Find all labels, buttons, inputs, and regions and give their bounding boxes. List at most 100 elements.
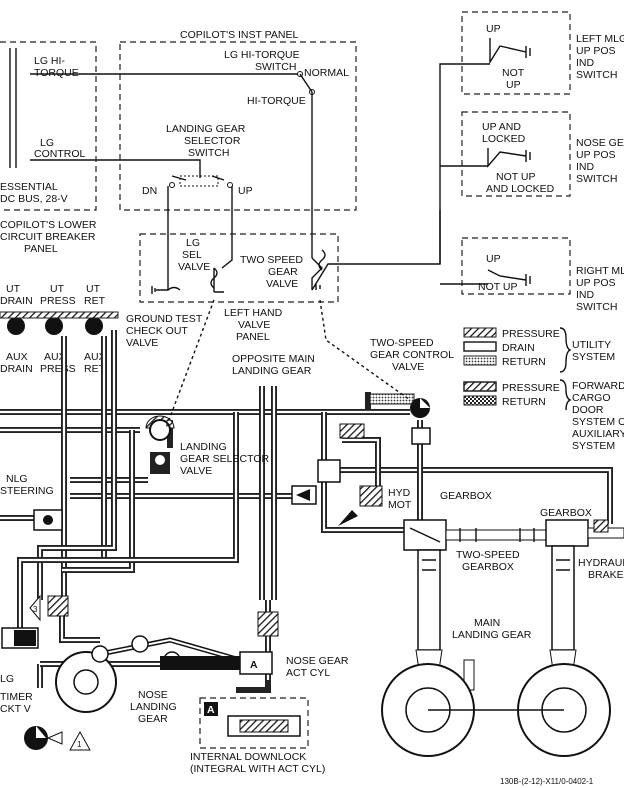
aux-ret-2: RET	[84, 363, 106, 375]
two-speed-gear-valve-2: GEAR	[268, 266, 298, 278]
valve-panel-box	[139, 233, 339, 303]
drive-shaft	[445, 529, 547, 541]
lg-selector-valve-label-2: GEAR SELECTOR	[180, 453, 269, 465]
hi-torque-switch-label-1: LG HI-TORQUE	[224, 49, 300, 61]
aux-drain-2: DRAIN	[0, 363, 33, 375]
aux-ret-1: AUX	[84, 351, 106, 363]
legend-fwd-pressure: PRESSURE	[502, 382, 560, 394]
strut-details	[422, 559, 570, 571]
nose-landing-gear-3: GEAR	[138, 713, 168, 725]
legend-return-swatch	[463, 355, 497, 366]
ut-press-2: PRESS	[40, 295, 76, 307]
gearbox-right-label: GEARBOX	[540, 507, 592, 519]
hi-torque-down-wire	[299, 73, 313, 258]
nose-up-2: LOCKED	[482, 133, 526, 145]
lg-sel-valve-1: LG	[186, 237, 200, 249]
bus-bar	[9, 48, 17, 168]
lg-selector-switch-label-3: SWITCH	[188, 147, 229, 159]
lg-selector-switch-label-1: LANDING GEAR	[166, 123, 246, 135]
left-mlg-switch	[489, 38, 531, 65]
left-mlg-label-2: UP POS	[576, 45, 616, 57]
nose-landing-gear-2: LANDING	[130, 701, 177, 713]
left-mlg-label-4: SWITCH	[576, 69, 617, 81]
breaker-panel-title-3: PANEL	[24, 243, 58, 255]
internal-downlock-1: INTERNAL DOWNLOCK	[190, 751, 306, 763]
hyd-mot-body	[359, 485, 383, 507]
main-gear-strut-right	[551, 545, 575, 651]
ut-ret-valve	[85, 317, 103, 335]
hydraulic-brake-1: HYDRAULIC	[578, 557, 624, 569]
internal-downlock-2: (INTEGRAL WITH ACT CYL)	[190, 763, 325, 775]
normal-label: NORMAL	[304, 67, 349, 79]
right-mlg-switch	[446, 269, 531, 286]
nlg-steering-1: NLG	[6, 473, 28, 485]
ut-ret-1: UT	[86, 283, 101, 295]
restrictor-valve	[257, 611, 279, 637]
priority-valve	[317, 459, 341, 483]
marker-a-downlock: A	[207, 704, 215, 716]
ut-press-1: UT	[50, 283, 65, 295]
nlg-steering-2: STEERING	[0, 485, 54, 497]
aux-press-2: PRESS	[40, 363, 76, 375]
lg-selector-switch-label-2: SELECTOR	[184, 135, 241, 147]
lg-hi-torque-breaker-1: LG HI-	[34, 55, 65, 67]
ut-ret-2: RET	[84, 295, 106, 307]
internal-downlock-box	[199, 697, 309, 749]
right-mlg-label-4: SWITCH	[576, 301, 617, 313]
breaker-panel-title-2: CIRCUIT BREAKER	[0, 231, 96, 243]
nose-gear-switch-box	[461, 111, 571, 197]
ground-test-valve-1: GROUND TEST	[126, 313, 203, 325]
right-mlg-label-3: IND	[576, 289, 595, 301]
two-speed-coil	[318, 249, 326, 271]
two-speed-control-2: GEAR CONTROL	[370, 349, 454, 361]
marker-a-box	[204, 702, 218, 716]
lg-control-wire	[30, 159, 201, 178]
main-gear-strut-left	[417, 549, 441, 651]
forward-system-2: CARGO	[572, 392, 611, 404]
left-mlg-up: UP	[486, 23, 501, 35]
gearbox-detail	[409, 527, 441, 543]
lg-control-breaker-2: CONTROL	[34, 148, 85, 160]
utility-brace	[559, 327, 572, 373]
right-mlg-label-1: RIGHT MLG	[576, 265, 624, 277]
brake-valve	[593, 519, 609, 533]
essential-bus-1: ESSENTIAL	[0, 181, 58, 193]
aux-press-1: AUX	[44, 351, 66, 363]
gearbox-left-label: GEARBOX	[440, 490, 492, 502]
lg-sel-coil	[210, 267, 218, 289]
lg-timer-arrow	[46, 731, 63, 745]
lg-timer-valve-core	[14, 630, 36, 646]
main-gear-2: LANDING GEAR	[452, 629, 532, 641]
right-gearbox	[545, 519, 589, 547]
two-speed-control-3: VALVE	[392, 361, 424, 373]
pivot	[131, 635, 149, 653]
ground-symbols	[151, 284, 321, 294]
right-mlg-switch-box	[461, 237, 571, 295]
nose-label-2: UP POS	[576, 149, 616, 161]
up-wire	[221, 186, 233, 269]
hyd-mot-2: MOT	[388, 499, 412, 511]
left-mlg-label-1: LEFT MLG	[576, 33, 624, 45]
aux-drain-1: AUX	[6, 351, 28, 363]
forward-system-6: SYSTEM	[572, 440, 615, 452]
hi-torque-switch-label-2: SWITCH	[255, 61, 296, 73]
forward-system-3: DOOR	[572, 404, 604, 416]
utility-system-1: UTILITY	[572, 339, 611, 351]
nose-gear-check-valve	[47, 595, 69, 617]
ground-test-manifold	[0, 311, 119, 319]
selector-switch-body	[179, 175, 219, 187]
nose-label-3: IND	[576, 161, 595, 173]
lg-selector-valve-port	[155, 455, 165, 465]
marker-1-triangle	[69, 730, 91, 751]
two-speed-check-valve	[411, 427, 431, 445]
two-speed-gearbox-1: TWO-SPEED	[456, 549, 520, 561]
lg-control-breaker-1: LG	[40, 137, 54, 149]
ground-test-valve-2: CHECK OUT	[126, 325, 188, 337]
two-speed-valve-mark	[420, 398, 430, 408]
lg-hi-torque-breaker-2: TORQUE	[34, 67, 79, 79]
hyd-mot-1: HYD	[388, 487, 411, 499]
left-mlg-not-up-2: UP	[506, 79, 521, 91]
up-label: UP	[238, 185, 253, 197]
right-mlg-not-up: NOT UP	[478, 281, 517, 293]
